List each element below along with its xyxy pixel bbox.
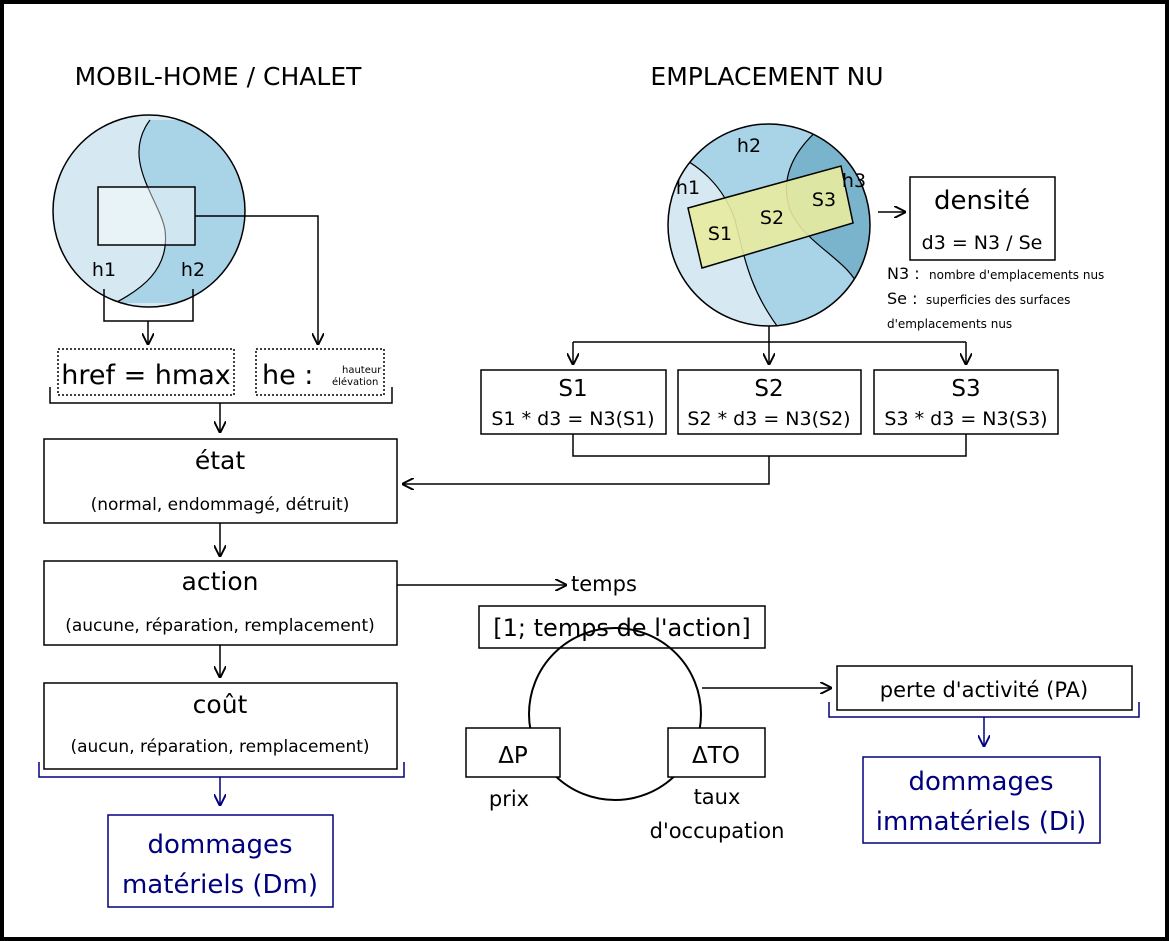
dm-box	[107, 814, 334, 908]
cout-subtitle: (aucun, réparation, remplacement)	[70, 737, 369, 757]
n3-description: nombre d'emplacements nus	[929, 268, 1104, 282]
mobil-home-circle	[52, 114, 246, 308]
se-description-1: superficies des surfaces	[926, 293, 1070, 307]
he-box	[255, 348, 385, 396]
right-s3-label: S3	[812, 189, 836, 211]
s3-box	[873, 369, 1059, 435]
s2-box-title: S2	[754, 376, 783, 402]
cout-box	[43, 682, 398, 770]
etat-subtitle: (normal, endommagé, détruit)	[91, 495, 350, 515]
dm-line-2: matériels (Dm)	[122, 870, 318, 900]
right-s1-label: S1	[708, 223, 732, 245]
etat-title: état	[195, 446, 246, 475]
rect-to-he-arrow	[195, 215, 318, 344]
di-line-2: immatériels (Di)	[876, 807, 1086, 837]
se-description-2: d'emplacements nus	[887, 317, 1012, 331]
densite-formula: d3 = N3 / Se	[922, 232, 1043, 254]
temps-label: temps	[571, 572, 637, 596]
s1-box-formula: S1 * d3 = N3(S1)	[491, 408, 654, 430]
n3-key: N3 :	[887, 264, 920, 283]
s-boxes-collector	[572, 434, 967, 457]
action-title: action	[182, 567, 259, 596]
action-box	[43, 560, 398, 646]
left-h1-label: h1	[92, 259, 116, 281]
pa-label: perte d'activité (PA)	[880, 678, 1088, 702]
di-box	[862, 756, 1101, 844]
href-he-bracket	[49, 387, 393, 404]
cout-bracket	[38, 762, 405, 778]
s1-box-title: S1	[558, 376, 587, 402]
dp-label: ΔP	[498, 743, 528, 769]
s3-box-title: S3	[951, 376, 980, 402]
emplacement-nu-circle	[667, 123, 871, 327]
s1-box	[480, 369, 667, 435]
mobil-home-title: MOBIL-HOME / CHALET	[75, 62, 363, 91]
he-label: he :	[262, 360, 313, 391]
densite-title: densité	[934, 186, 1030, 216]
right-s2-label: S2	[760, 207, 784, 229]
etat-box	[43, 438, 398, 524]
he-small-hauteur: hauteur	[342, 365, 382, 376]
s2-box-formula: S2 * d3 = N3(S2)	[687, 408, 850, 430]
pa-box	[836, 665, 1133, 711]
s2-box	[677, 369, 862, 435]
href-box	[57, 348, 235, 396]
he-small-elevation: élévation	[332, 376, 378, 388]
dm-line-1: dommages	[147, 830, 292, 860]
href-label: href = hmax	[61, 360, 230, 391]
temps-box	[478, 605, 766, 649]
occupation-label: d'occupation	[650, 819, 785, 843]
s-to-etat-arrow	[403, 456, 770, 484]
right-h1-label: h1	[676, 177, 700, 199]
densite-box	[909, 176, 1056, 261]
dp-box	[465, 727, 561, 778]
cout-title: coût	[193, 690, 248, 719]
action-subtitle: (aucune, réparation, remplacement)	[65, 616, 375, 636]
dto-box	[667, 727, 766, 778]
taux-label: taux	[694, 785, 741, 809]
right-h2-label: h2	[737, 135, 761, 157]
di-line-1: dommages	[908, 767, 1053, 797]
s3-box-formula: S3 * d3 = N3(S3)	[884, 408, 1047, 430]
prix-label: prix	[489, 787, 529, 811]
se-key: Se :	[887, 289, 917, 308]
right-h3-label: h3	[842, 170, 866, 192]
cycle-circle	[528, 627, 702, 801]
dto-label: ΔTO	[692, 743, 740, 769]
left-h2-label: h2	[181, 259, 205, 281]
emplacement-nu-title: EMPLACEMENT NU	[650, 62, 883, 91]
